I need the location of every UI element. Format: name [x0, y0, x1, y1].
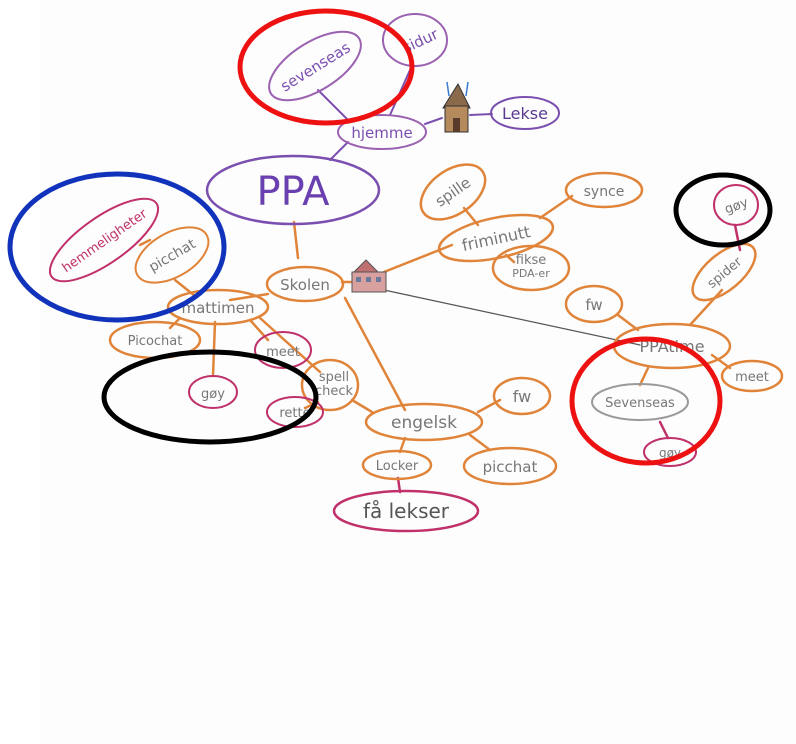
connector-engelsk-picchat [468, 433, 492, 452]
node-label: Lekse [502, 104, 548, 123]
home-house-icon [442, 81, 471, 133]
node-ppa: PPA [205, 154, 381, 226]
connector-school-ppatime [383, 289, 641, 346]
connector-sevenseas-goy [658, 420, 670, 440]
connector-hjemme-house [424, 117, 443, 125]
node-label: fw [513, 387, 531, 406]
connector-fw-ppatime [616, 313, 640, 332]
node-lekse: Lekse [490, 96, 560, 130]
node-fa-lekser: få lekser [332, 489, 480, 533]
connector-house-lekse [469, 113, 493, 116]
highlight-black-left [101, 349, 319, 445]
connector-ppa-skolen [292, 220, 300, 260]
node-synce: synce [564, 171, 644, 209]
connector-ppa-hjemme [329, 141, 349, 161]
node-engelsk: engelsk [364, 402, 484, 442]
node-label: fw [585, 296, 602, 314]
node-label: gøy [201, 387, 225, 402]
node-meet-right: meet [720, 359, 784, 393]
highlight-black-right [673, 172, 773, 248]
node-label: Picochat [128, 334, 183, 349]
highlight-red-top [237, 8, 415, 126]
node-label: Sevenseas [605, 396, 675, 411]
paper-background [40, 0, 796, 744]
node-label: Locker [376, 459, 419, 474]
connector-mattimen-goy [211, 320, 217, 378]
connector-lines [138, 69, 742, 494]
highlight-blue-left [7, 171, 227, 323]
node-label: meet [735, 370, 769, 385]
node-label: picchat [483, 458, 538, 476]
node-locker: Locker [361, 449, 433, 481]
node-fw-mid: fw [492, 376, 552, 416]
connector-skolen-mattimen [228, 292, 270, 302]
connector-friminutt-synce [538, 194, 574, 220]
connector-ppatime-meet [710, 353, 732, 370]
node-label: synce [584, 184, 625, 200]
node-label: engelsk [391, 413, 457, 433]
node-picchat-bottom: picchat [462, 446, 558, 486]
connector-hemmeligheter-picchat [138, 238, 152, 247]
school-building-icon [350, 259, 387, 293]
spell-check-word-1: spell [319, 370, 349, 385]
fikse-word-1: fikse [516, 253, 547, 268]
connector-ppatime-sevenseas [638, 366, 650, 387]
node-label: mattimen [181, 299, 254, 317]
node-skolen: Skolen [265, 265, 345, 303]
connector-sevenseas-hjemme [317, 89, 351, 123]
connector-school-friminutt [382, 243, 454, 274]
node-label: få lekser [363, 499, 450, 523]
connector-locker-falekser [396, 476, 402, 494]
node-meet-left: meet [254, 331, 312, 369]
highlight-red-right [569, 336, 723, 466]
node-mattimen: mattimen [166, 288, 270, 326]
fikse-word-2: PDA-er [512, 267, 550, 280]
node-hjemme: hjemme [337, 114, 427, 150]
node-label: hjemme [351, 124, 412, 142]
node-label: PPA [256, 169, 330, 215]
node-goy-left: gøy [188, 375, 238, 409]
connector-engelsk-locker [398, 436, 407, 454]
connector-mattimen-spell [258, 316, 322, 374]
connector-skolen-engelsk [343, 296, 407, 412]
node-label: meet [266, 345, 300, 360]
spell-check-word-2: check [315, 384, 354, 399]
node-sevenseas-right: Sevenseas [591, 383, 689, 421]
node-fw-right: fw [564, 284, 624, 324]
connector-goy-spider [733, 223, 742, 252]
connector-spell-engelsk [350, 398, 374, 414]
connector-spider-ppatime [688, 288, 724, 327]
node-label: Skolen [280, 276, 330, 294]
